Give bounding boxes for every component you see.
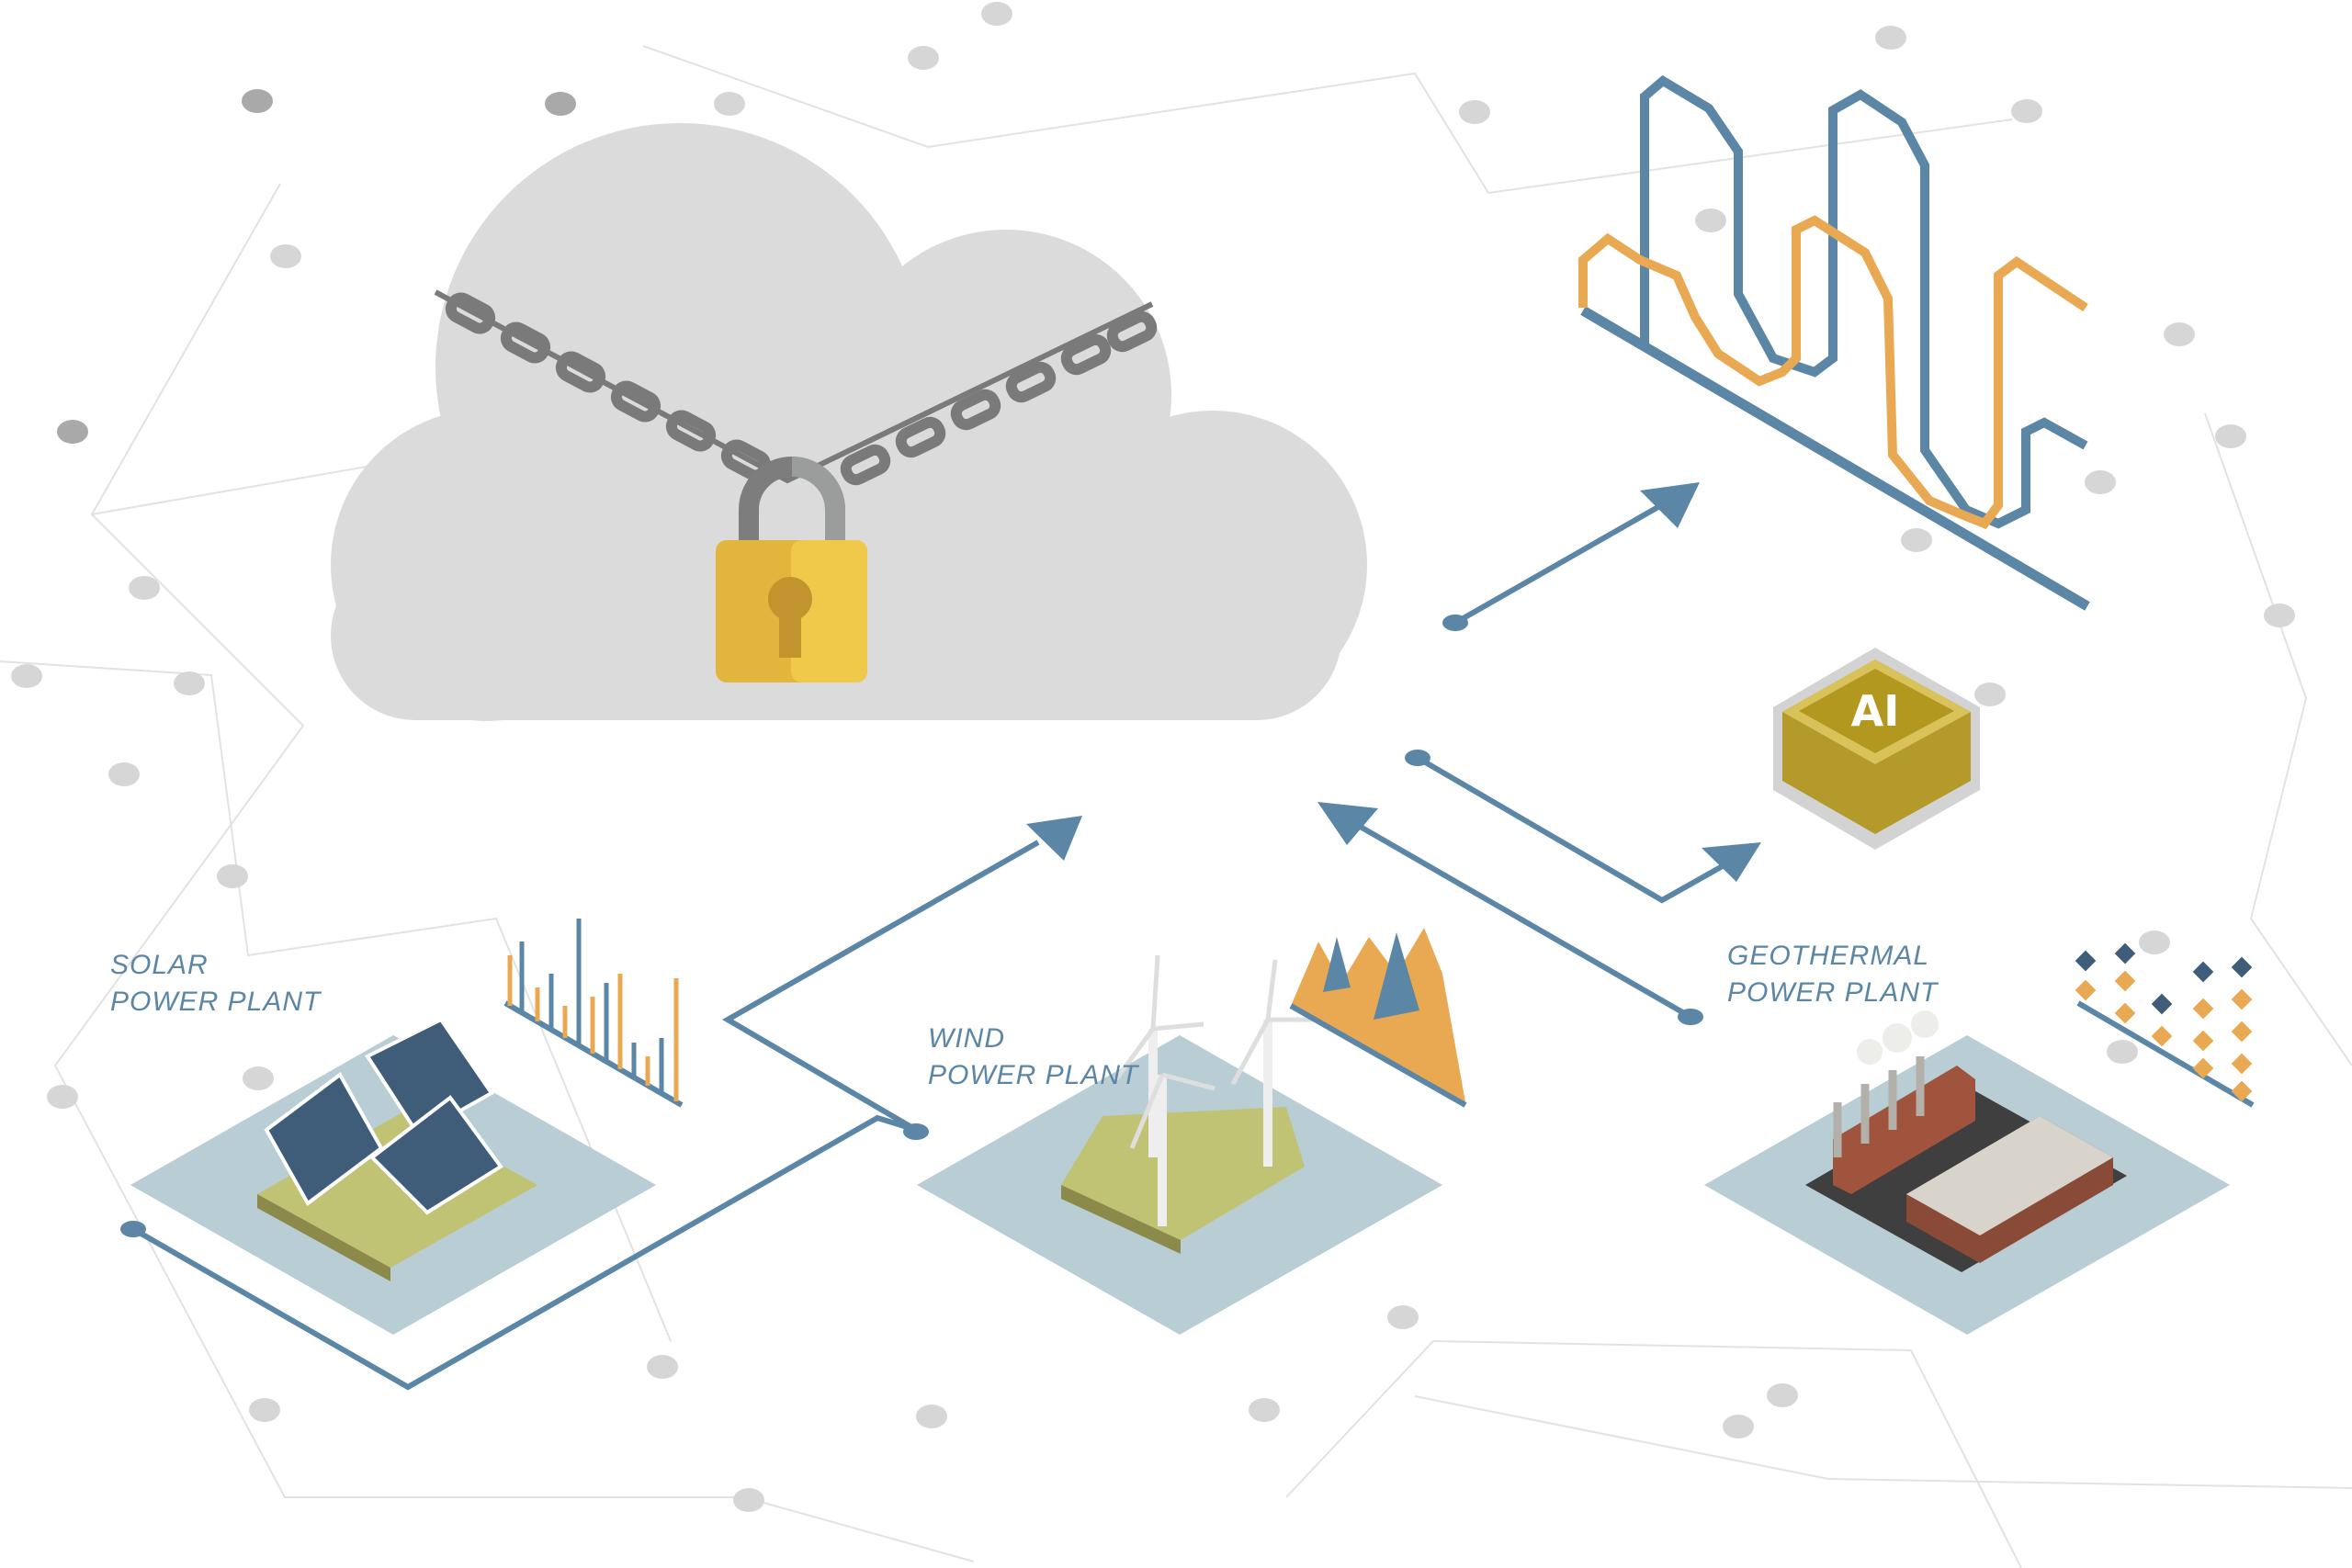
ai-chip-label: AI [1851,686,1900,736]
arrow-to-cloud-from-geo-icon [1317,802,1378,845]
ai-chip-icon: AI [1773,648,1980,850]
padlock-icon [716,457,867,682]
geothermal-power-plant: GEOTHERMAL POWER PLANT [1704,941,2255,1335]
background-dots [11,2,2295,1512]
wind-label-line2: POWER PLANT [928,1060,1140,1090]
arrow-to-ai-icon [1702,842,1761,882]
geothermal-label-line2: POWER PLANT [1727,977,1939,1008]
wind-area-chart [1289,928,1467,1108]
arrow-to-chart-icon [1640,482,1700,528]
solar-power-plant: SOLAR POWER PLANT [110,919,684,1335]
wind-power-plant: WIND POWER PLANT [917,928,1467,1335]
arrow-to-cloud-icon [1026,816,1082,861]
solar-bar-chart [503,919,684,1108]
wind-label-line1: WIND [928,1023,1005,1054]
geothermal-dot-chart [2075,942,2255,1108]
wave-line-chart [1578,74,2090,611]
solar-label-line2: POWER PLANT [110,987,322,1017]
chain-icon [434,289,1158,486]
wind-turbine-icon [1114,954,1318,1226]
factory-icon [1833,1010,2113,1263]
connection-lines [131,502,1729,1391]
geothermal-label-line1: GEOTHERMAL [1727,941,1929,971]
solar-label-line1: SOLAR [110,950,209,980]
solar-panel-icon [264,1017,503,1215]
arrow-heads [120,482,1761,1237]
